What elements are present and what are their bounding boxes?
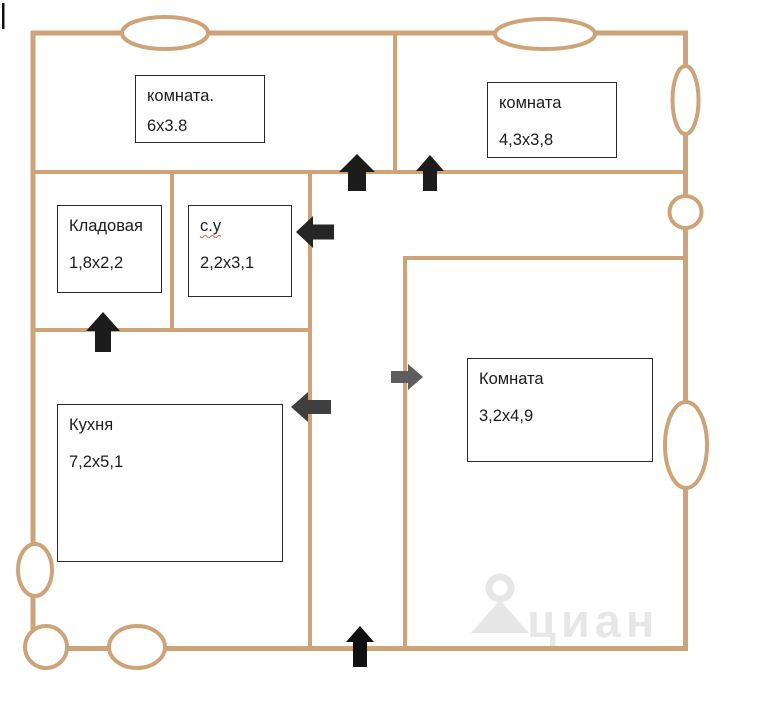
door-arrow-left-wc (296, 216, 334, 248)
windows (16, 15, 709, 670)
room-label-room1: комната. 6х3.8 (135, 75, 265, 143)
window-ellipse-top-right (493, 17, 597, 51)
room-name: Кладовая (69, 217, 143, 235)
door-arrow-up-storage (86, 312, 120, 352)
room-label-storage: Кладовая 1,8х2,2 (57, 205, 162, 293)
room-dims: 7,2х5,1 (69, 453, 124, 471)
door-arrows (86, 154, 444, 667)
cian-watermark: циан (471, 573, 659, 647)
room-label-room3: Комната 3,2х4,9 (467, 358, 653, 462)
window-ellipse-right-lower (663, 400, 709, 490)
window-ellipse-bottom (107, 624, 167, 670)
window-ellipse-left (16, 542, 54, 598)
room-dims: 4,3х3,8 (499, 131, 554, 149)
stray-mark (2, 3, 5, 29)
window-ellipse-top-left (120, 15, 210, 51)
room-dims: 6х3.8 (147, 117, 188, 135)
door-arrow-up-hall (339, 154, 375, 191)
window-circle-bottom-left (23, 624, 69, 670)
door-arrow-left-kitchen (291, 392, 331, 422)
room-name: комната. (147, 87, 214, 105)
door-arrow-up-room2 (416, 155, 444, 191)
location-pin-icon (485, 573, 515, 603)
window-ellipse-right-upper (670, 64, 701, 136)
room-dims: 2,2х3,1 (200, 254, 255, 272)
watermark-text: циан (527, 594, 659, 647)
room-dims: 1,8х2,2 (69, 254, 124, 272)
location-pin-icon-tip (471, 600, 529, 633)
room-label-kitchen: Кухня 7,2х5,1 (57, 404, 283, 562)
room-name: Кухня (69, 416, 114, 434)
room-label-room2: комната 4,3х3,8 (487, 82, 617, 158)
room-dims: 3,2х4,9 (479, 407, 534, 425)
room-name: Комната (479, 370, 544, 388)
door-arrow-right-room3 (391, 364, 423, 390)
room-label-bathroom: с.у 2,2х3,1 (188, 205, 292, 297)
room-name: с.у (200, 217, 222, 235)
room-name: комната (499, 94, 562, 112)
window-circle-right (667, 194, 704, 230)
door-arrow-up-entrance (346, 626, 374, 667)
